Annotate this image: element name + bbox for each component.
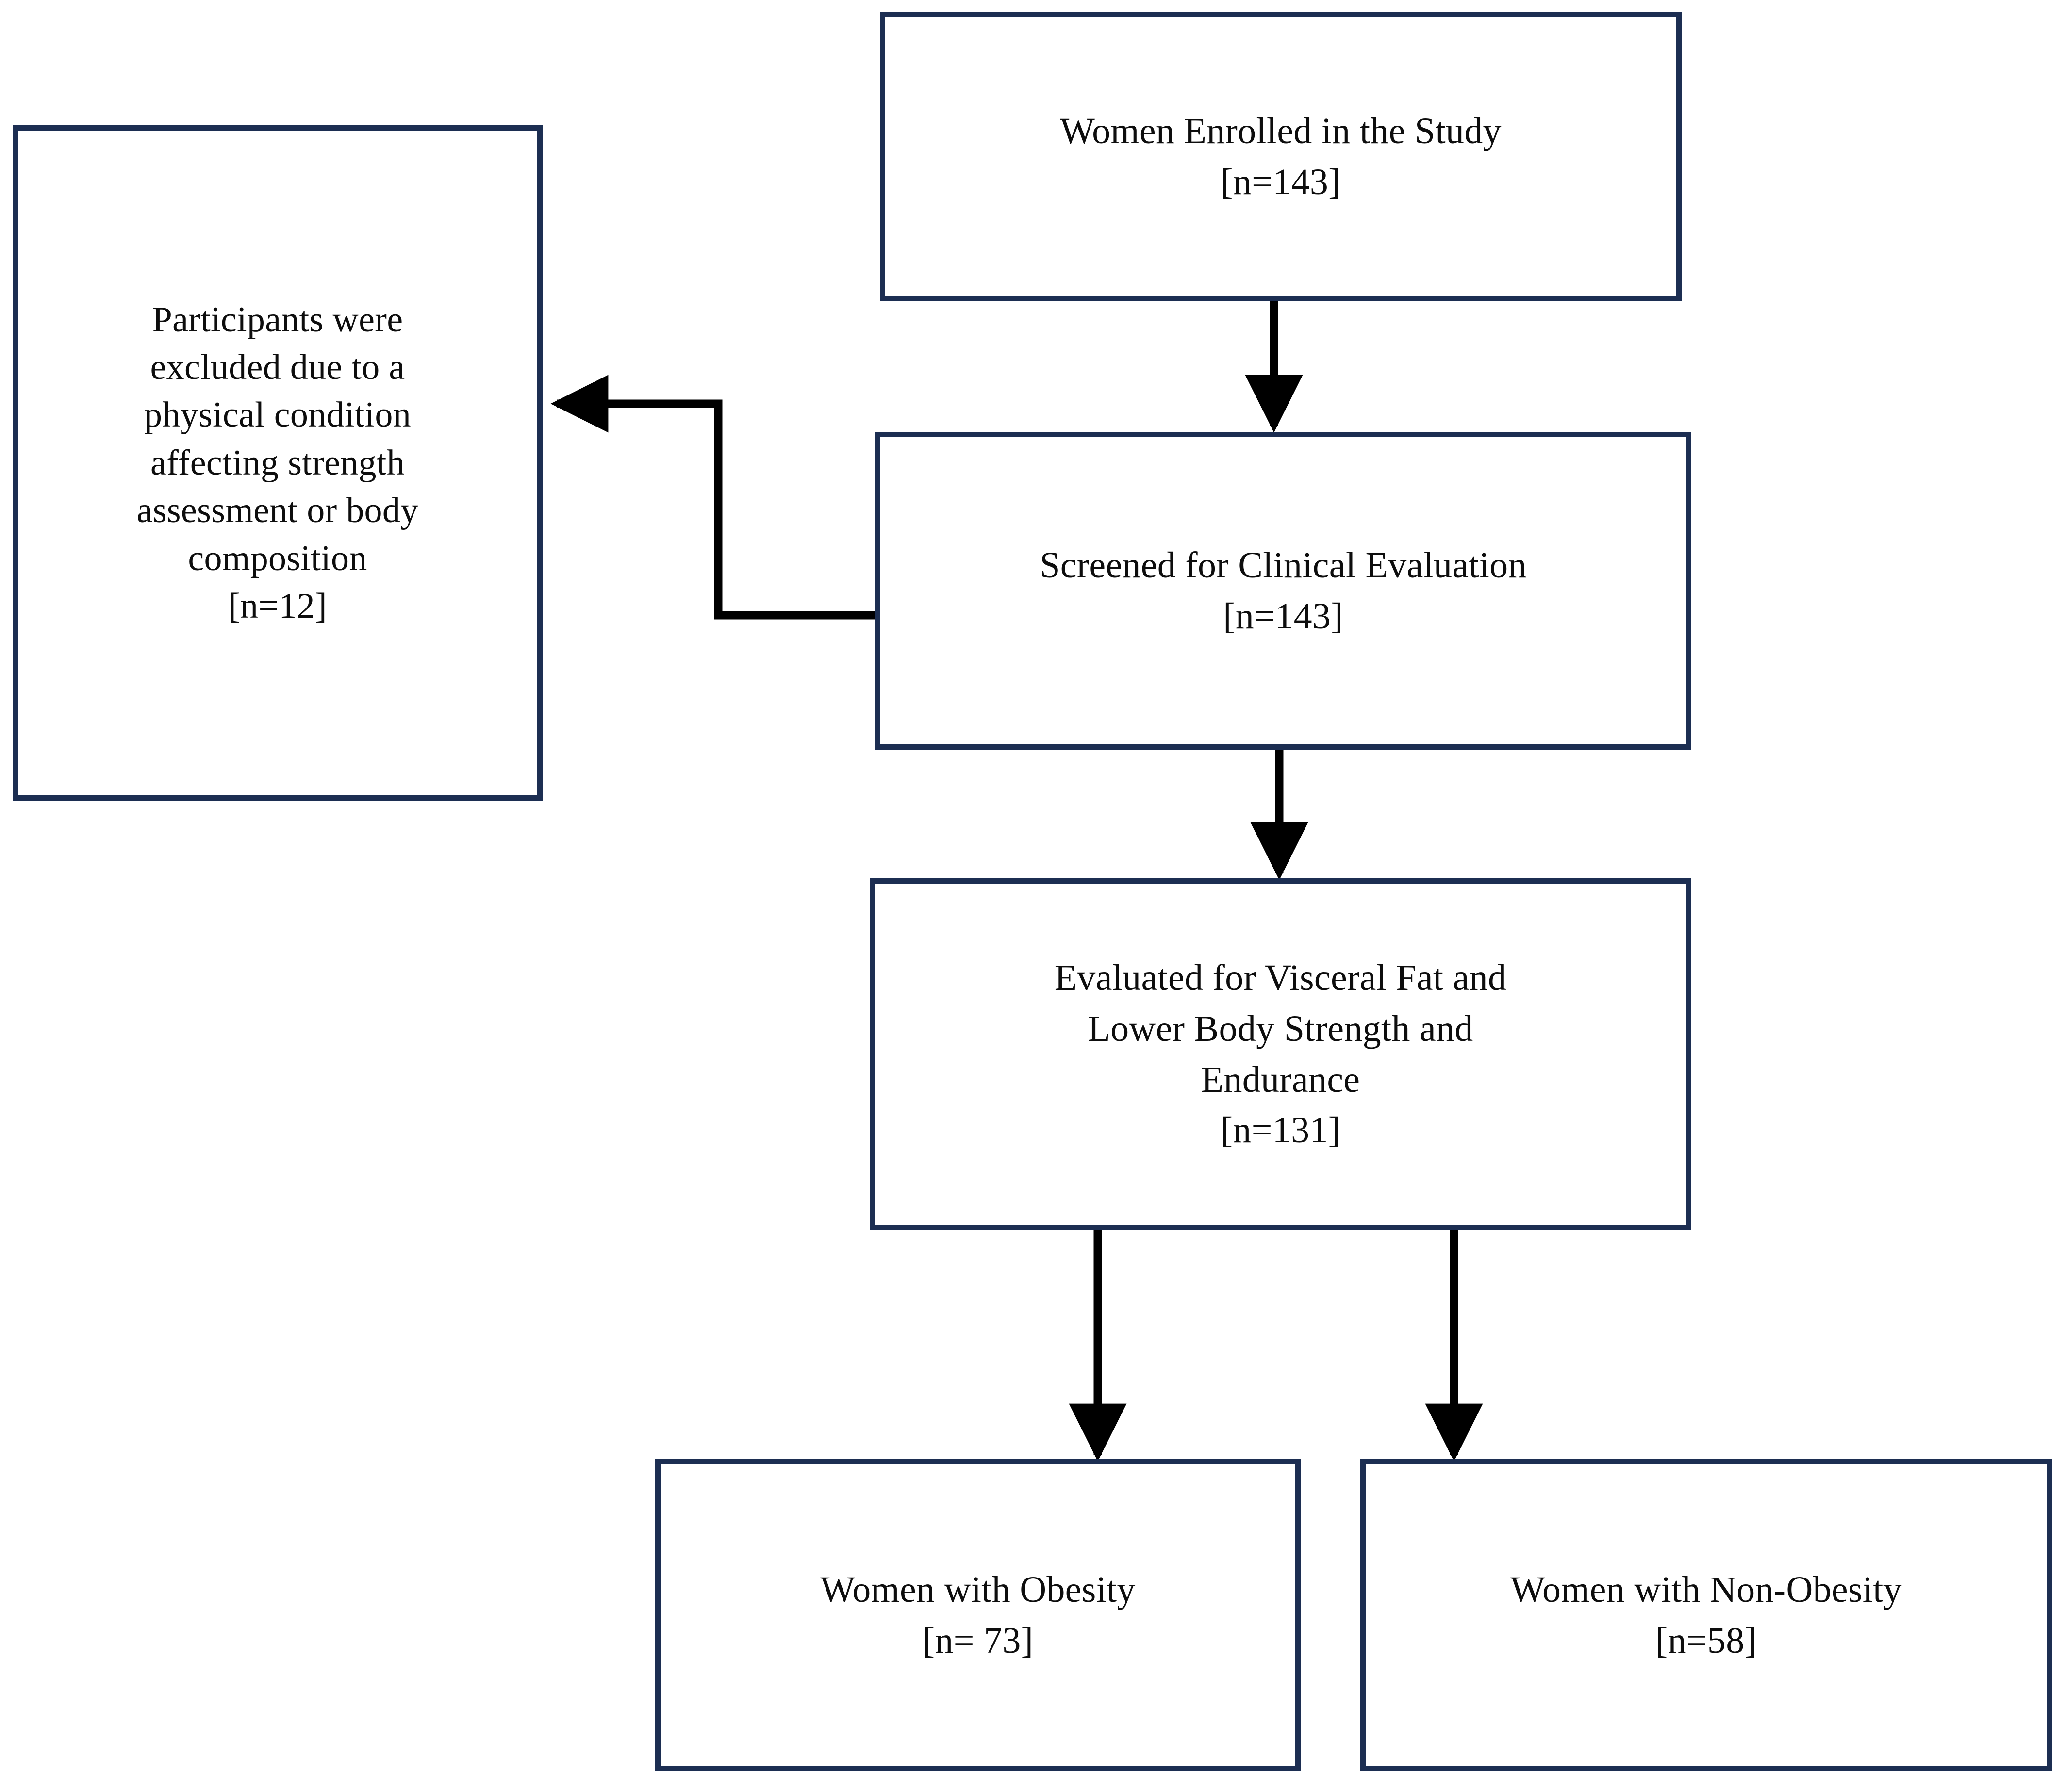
node-evaluated-visceral-fat-strength: Evaluated for Visceral Fat and Lower Bod… [870,878,1691,1230]
node-evaluated-line-3: Endurance [1201,1059,1360,1100]
node-nonobesity-count: [n=58] [1655,1620,1757,1661]
node-evaluated-line-1: Evaluated for Visceral Fat and [1054,957,1507,998]
node-enrolled-title: Women Enrolled in the Study [1060,110,1502,151]
node-women-enrolled: Women Enrolled in the Study [n=143] [880,12,1682,301]
node-obesity-count: [n= 73] [922,1620,1034,1661]
node-excluded-line-2: excluded due to a [150,347,405,387]
node-excluded-line-4: affecting strength [150,443,405,483]
node-excluded-line-3: physical condition [144,395,412,435]
arrow-screened-to-excluded [550,375,875,620]
node-screened-count: [n=143] [1223,595,1343,637]
node-evaluated-line-2: Lower Body Strength and [1088,1008,1473,1049]
node-obesity-title: Women with Obesity [820,1569,1136,1610]
node-screened-title: Screened for Clinical Evaluation [1040,544,1527,586]
node-excluded-count: [n=12] [228,586,327,626]
node-screened-clinical-evaluation: Screened for Clinical Evaluation [n=143] [875,432,1691,750]
node-excluded-line-6: composition [188,538,367,578]
node-enrolled-count: [n=143] [1221,161,1341,202]
node-excluded-line-5: assessment or body [136,491,419,531]
node-women-with-obesity: Women with Obesity [n= 73] [655,1459,1301,1771]
node-participants-excluded: Participants were excluded due to a phys… [13,125,543,801]
node-evaluated-count: [n=131] [1220,1110,1341,1151]
node-excluded-line-1: Participants were [152,299,403,340]
node-women-with-non-obesity: Women with Non-Obesity [n=58] [1360,1459,2052,1771]
node-nonobesity-title: Women with Non-Obesity [1510,1569,1902,1610]
